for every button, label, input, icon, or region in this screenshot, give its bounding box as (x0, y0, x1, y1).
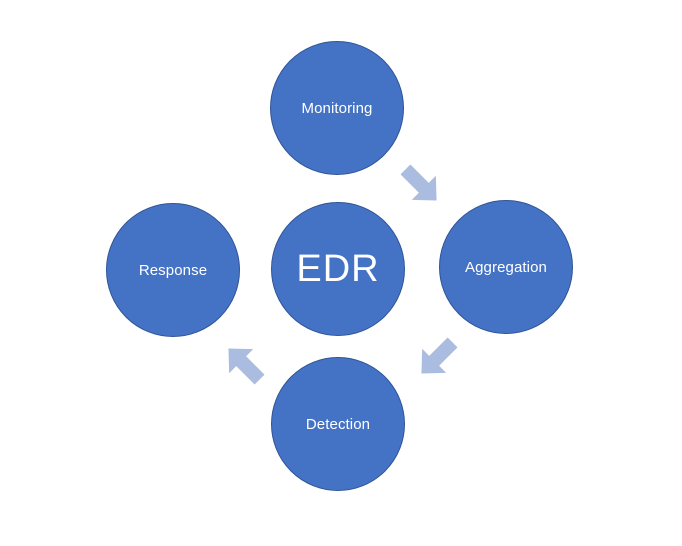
center-label: EDR (296, 247, 380, 290)
node-center-edr: EDR (271, 202, 405, 336)
arrow-down-left-icon (421, 337, 458, 374)
flow-arrow-aggregation-to-detection (413, 334, 461, 382)
node-aggregation-label: Aggregation (465, 258, 547, 276)
node-aggregation: Aggregation (439, 200, 573, 334)
flow-arrow-monitoring-to-aggregation (397, 161, 445, 209)
node-detection-label: Detection (305, 415, 371, 433)
node-response: Response (106, 203, 240, 337)
arrow-down-right-icon (400, 164, 437, 201)
arrow-up-left-icon (228, 348, 265, 385)
node-monitoring: Monitoring (270, 41, 404, 175)
node-response-label: Response (138, 261, 208, 279)
node-monitoring-label: Monitoring (301, 99, 373, 117)
flow-arrow-detection-to-response (220, 340, 268, 388)
node-detection: Detection (271, 357, 405, 491)
